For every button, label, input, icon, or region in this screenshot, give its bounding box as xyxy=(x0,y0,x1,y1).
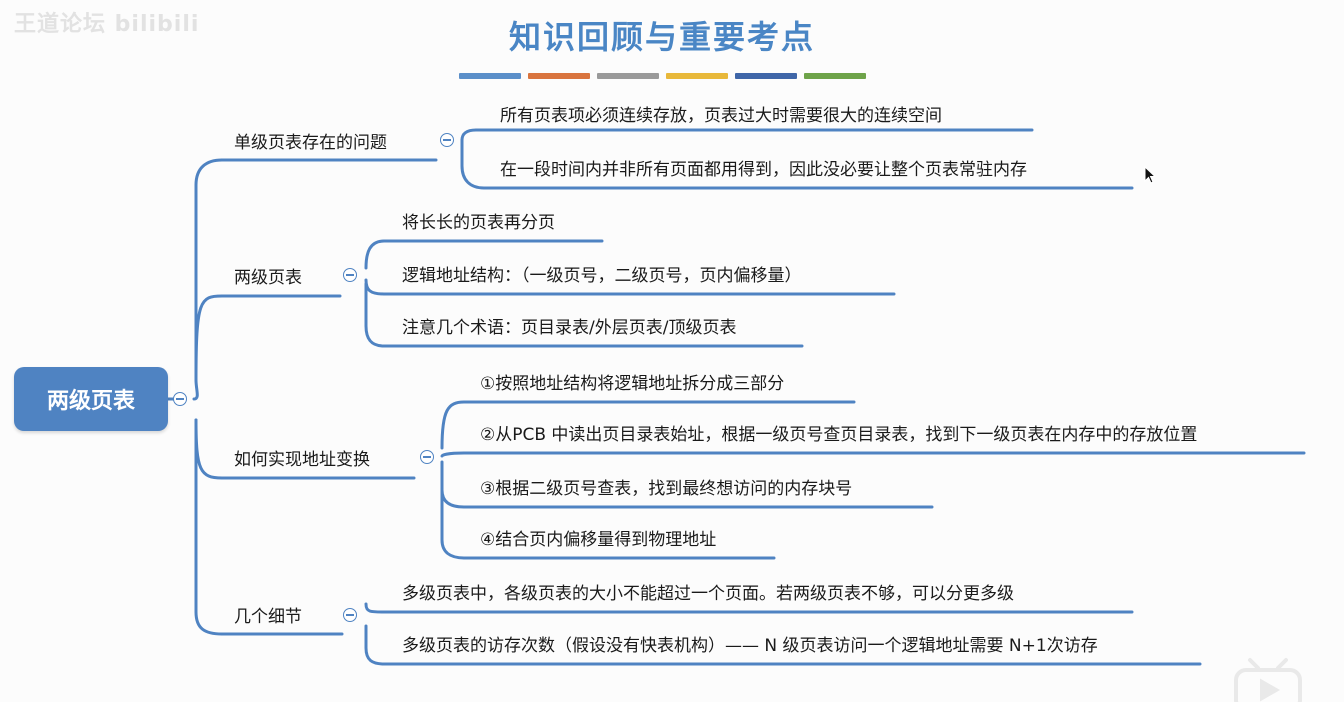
leaf-item[interactable]: ①按照地址结构将逻辑地址拆分成三部分 xyxy=(480,374,785,394)
collapse-icon[interactable] xyxy=(420,450,434,464)
color-bar xyxy=(735,73,797,79)
branch-label[interactable]: 如何实现地址变换 xyxy=(234,450,370,470)
leaf-item[interactable]: 将长长的页表再分页 xyxy=(402,213,555,233)
collapse-icon[interactable] xyxy=(343,268,357,282)
color-bar xyxy=(528,73,590,79)
mouse-cursor-icon xyxy=(1144,166,1156,184)
leaf-item[interactable]: 多级页表的访存次数（假设没有快表机构）—— N 级页表访问一个逻辑地址需要 N+… xyxy=(402,636,1098,656)
leaf-item[interactable]: 在一段时间内并非所有页面都用得到，因此没必要让整个页表常驻内存 xyxy=(500,160,1027,180)
collapse-icon[interactable] xyxy=(343,608,357,622)
leaf-item[interactable]: 所有页表项必须连续存放，页表过大时需要很大的连续空间 xyxy=(500,106,942,126)
leaf-item[interactable]: ②从PCB 中读出页目录表始址，根据一级页号查页目录表，找到下一级页表在内存中的… xyxy=(480,425,1198,445)
page-title: 知识回顾与重要考点 xyxy=(508,18,815,56)
leaf-item[interactable]: 逻辑地址结构：（一级页号，二级页号，页内偏移量） xyxy=(402,266,802,286)
branch-label[interactable]: 单级页表存在的问题 xyxy=(234,133,387,153)
color-bar xyxy=(459,73,521,79)
leaf-item[interactable]: 注意几个术语：页目录表/外层页表/顶级页表 xyxy=(402,318,737,338)
branch-label[interactable]: 几个细节 xyxy=(234,607,302,627)
leaf-item[interactable]: 多级页表中，各级页表的大小不能超过一个页面。若两级页表不够，可以分更多级 xyxy=(402,584,1014,604)
color-bar xyxy=(666,73,728,79)
branch-label[interactable]: 两级页表 xyxy=(234,268,302,288)
bilibili-logo-icon xyxy=(1234,658,1302,702)
collapse-icon[interactable] xyxy=(440,133,454,147)
leaf-item[interactable]: ③根据二级页号查表，找到最终想访问的内存块号 xyxy=(480,479,853,499)
collapse-icon[interactable] xyxy=(173,392,187,406)
root-node[interactable]: 两级页表 xyxy=(14,367,168,431)
color-bar xyxy=(597,73,659,79)
color-bar xyxy=(804,73,866,79)
leaf-item[interactable]: ④结合页内偏移量得到物理地址 xyxy=(480,530,717,550)
watermark: 王道论坛 bilibili xyxy=(14,12,200,37)
